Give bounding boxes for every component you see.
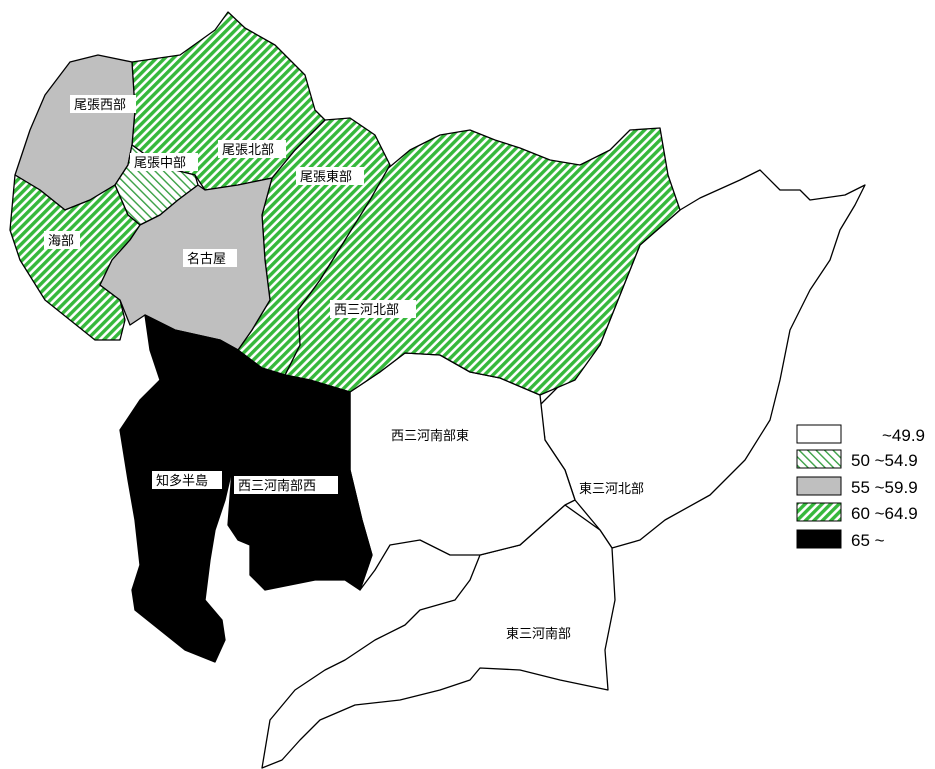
legend-swatch-white [796,424,842,444]
legend-label: 50 ~54.9 [851,451,918,470]
region-nishimikawa-nanbu-nishi[interactable] [227,349,373,591]
label-owari-seibu: 尾張西部 [74,98,126,113]
legend-label: 60 ~64.9 [851,504,918,523]
label-owari-tobu: 尾張東部 [300,169,352,185]
label-nishimikawa-hokubu: 西三河北部 [334,303,399,318]
legend-swatch-light-hatch [796,449,842,469]
label-owari-chubu: 尾張中部 [134,156,186,171]
legend-item: 50 ~54.9 [796,449,918,470]
legend-label: ~49.9 [882,426,925,445]
label-nagoya: 名古屋 [187,251,226,267]
label-ama: 海部 [48,234,74,249]
label-nishimikawa-nanbu-higashi: 西三河南部東 [391,428,469,444]
label-chita-hanto: 知多半島 [156,473,208,489]
legend-swatch-black [796,529,842,549]
legend-item: 60 ~64.9 [796,502,918,523]
legend: ~49.9 50 ~54.9 55 ~59.9 60 ~64.9 65 ~ [796,424,925,550]
legend-swatch-gray [796,476,842,496]
legend-swatch-green-hatch [796,502,842,522]
legend-label: 55 ~59.9 [851,478,918,497]
label-higashimikawa-hokubu: 東三河北部 [579,481,644,497]
label-owari-hokubu: 尾張北部 [222,143,274,158]
label-nishimikawa-nanbu-nishi: 西三河南部西 [238,478,316,494]
label-higashimikawa-nanbu: 東三河南部 [506,626,571,642]
legend-item: 65 ~ [796,529,885,550]
region-higashimikawa-nanbu[interactable] [261,504,616,769]
legend-item: 55 ~59.9 [796,476,918,497]
region-labels: 尾張西部 尾張中部 尾張北部 尾張東部 海部 名古屋 西三河北部 西三河南部東 … [44,95,663,642]
legend-label: 65 ~ [851,531,885,550]
legend-item: ~49.9 [796,424,925,445]
